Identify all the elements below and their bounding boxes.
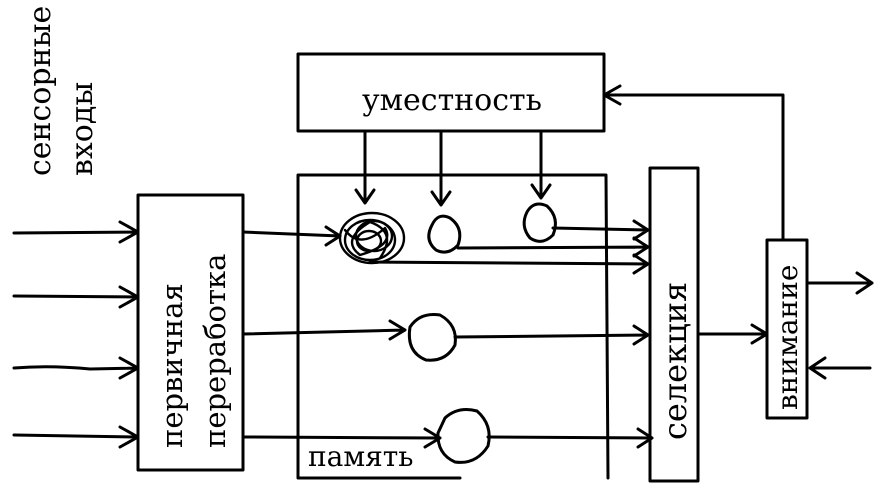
processing-to-memory-arrows xyxy=(241,225,442,449)
input-arrow-3 xyxy=(12,356,140,380)
memory-nodes xyxy=(338,202,557,464)
primary-processing-block: первичная переработка xyxy=(136,193,245,472)
selection-label: селекция xyxy=(656,282,694,440)
memory-out-arrow-4 xyxy=(453,324,650,346)
sensory-inputs-label: сенсорные входы xyxy=(23,6,100,176)
sensory-input-arrows xyxy=(12,220,140,449)
input-arrow-4 xyxy=(12,425,140,449)
processing-arrow-3 xyxy=(241,427,442,449)
memory-node-3 xyxy=(522,202,557,243)
primary-processing-label-line1: первичная xyxy=(155,283,189,448)
memory-label: память xyxy=(308,440,414,473)
sensory-inputs-label-line2: входы xyxy=(65,82,100,176)
memory-node-active xyxy=(338,211,406,265)
relevance-to-memory-arrows xyxy=(354,129,552,207)
memory-block: память xyxy=(296,173,610,480)
memory-out-arrow-5 xyxy=(486,427,654,449)
relevance-box xyxy=(296,52,606,133)
attention-box xyxy=(765,238,809,420)
processing-arrow-2 xyxy=(241,319,407,341)
sensory-inputs-label-line1: сенсорные xyxy=(23,6,58,176)
attention-feedback-arrow xyxy=(602,84,785,242)
attention-input-arrow xyxy=(808,356,872,380)
primary-processing-label-line2: переработка xyxy=(198,254,232,448)
relevance-label: уместность xyxy=(362,83,542,118)
memory-node-5 xyxy=(436,408,491,464)
memory-box xyxy=(296,173,610,480)
memory-out-arrow-2 xyxy=(456,236,650,258)
memory-node-2 xyxy=(427,214,462,254)
selection-box xyxy=(648,166,700,483)
selection-block: селекция xyxy=(648,166,700,483)
attention-block: внимание xyxy=(765,238,809,420)
attention-label: внимание xyxy=(771,265,804,410)
relevance-block: уместность xyxy=(296,52,606,133)
input-arrow-2 xyxy=(12,285,140,309)
selection-to-attention-arrow xyxy=(696,323,769,345)
relevance-arrow-1 xyxy=(354,129,376,205)
processing-arrow-1 xyxy=(241,225,342,247)
memory-node-4 xyxy=(407,313,457,362)
memory-out-arrow-1 xyxy=(551,219,650,241)
relevance-arrow-2 xyxy=(430,129,452,207)
memory-out-arrow-3 xyxy=(368,253,650,275)
relevance-arrow-3 xyxy=(530,129,552,200)
attention-output-arrow xyxy=(805,271,874,295)
input-arrow-1 xyxy=(12,220,140,244)
memory-to-selection-arrows xyxy=(368,219,654,449)
